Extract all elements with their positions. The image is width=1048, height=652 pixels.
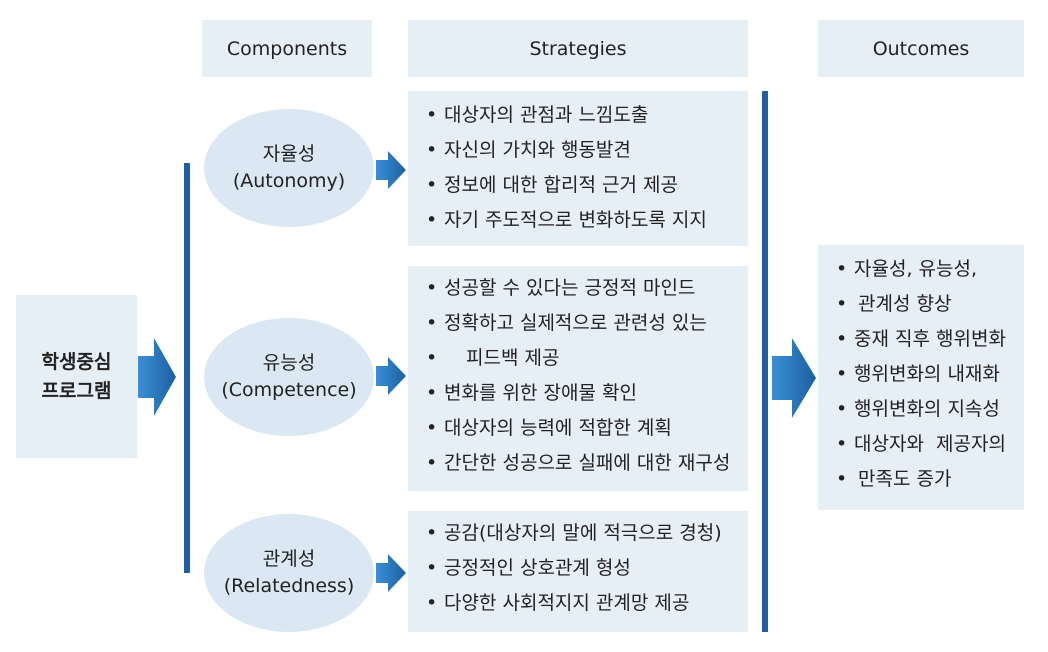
strategy-item: 정확하고 실제적으로 관련성 있는 <box>426 306 730 341</box>
component-competence-eng: (Competence) <box>221 379 357 401</box>
program-label-line1: 학생중심 <box>41 350 112 373</box>
strategy-item: 자신의 가치와 행동발견 <box>426 133 707 168</box>
strategies-header-label: Strategies <box>529 37 627 60</box>
program-box: 학생중심 프로그램 <box>16 295 137 458</box>
components-header-label: Components <box>226 37 348 60</box>
component-relatedness-name: 관계성 <box>262 548 316 570</box>
strategy-box-autonomy: 대상자의 관점과 느낌도출 자신의 가치와 행동발견 정보에 대한 합리적 근거… <box>408 91 748 246</box>
outcome-item-continuation: 만족도 증가 <box>836 462 1006 497</box>
strategy-box-competence: 성공할 수 있다는 긍정적 마인드 정확하고 실제적으로 관련성 있는 피드백 … <box>408 266 748 491</box>
outcome-item: 중재 직후 행위변화 <box>836 322 1006 357</box>
components-header: Components <box>202 20 372 77</box>
strategy-item: 대상자의 관점과 느낌도출 <box>426 98 707 133</box>
competence-arrow-icon <box>376 357 406 395</box>
program-arrow-icon <box>138 338 176 416</box>
strategy-item-continuation: 피드백 제공 <box>426 341 730 376</box>
component-autonomy: 자율성 (Autonomy) <box>204 109 374 227</box>
component-competence-name: 유능성 <box>262 352 316 374</box>
strategy-list-competence: 성공할 수 있다는 긍정적 마인드 정확하고 실제적으로 관련성 있는 피드백 … <box>426 271 730 481</box>
component-relatedness: 관계성 (Relatedness) <box>204 514 374 632</box>
components-divider-line <box>184 163 190 573</box>
strategy-item: 성공할 수 있다는 긍정적 마인드 <box>426 271 730 306</box>
component-autonomy-eng: (Autonomy) <box>232 170 346 192</box>
strategy-list-autonomy: 대상자의 관점과 느낌도출 자신의 가치와 행동발견 정보에 대한 합리적 근거… <box>426 98 707 238</box>
outcomes-box: 자율성, 유능성, 관계성 향상 중재 직후 행위변화 행위변화의 내재화 행위… <box>818 245 1024 510</box>
strategy-item: 긍정적인 상호관계 형성 <box>426 551 722 586</box>
relatedness-arrow-icon <box>376 554 406 592</box>
strategy-item: 공감(대상자의 말에 적극으로 경청) <box>426 516 722 551</box>
strategy-item: 대상자의 능력에 적합한 계획 <box>426 411 730 446</box>
outcome-item: 자율성, 유능성, <box>836 252 1006 287</box>
outcome-item: 대상자와 제공자의 <box>836 427 1006 462</box>
outcomes-list: 자율성, 유능성, 관계성 향상 중재 직후 행위변화 행위변화의 내재화 행위… <box>836 252 1006 497</box>
strategy-list-relatedness: 공감(대상자의 말에 적극으로 경청) 긍정적인 상호관계 형성 다양한 사회적… <box>426 516 722 621</box>
strategy-item: 자기 주도적으로 변화하도록 지지 <box>426 203 707 238</box>
autonomy-arrow-icon <box>376 151 406 189</box>
strategy-item: 변화를 위한 장애물 확인 <box>426 376 730 411</box>
program-label-line2: 프로그램 <box>41 379 112 402</box>
outcome-item-continuation: 관계성 향상 <box>836 287 1006 322</box>
outcome-item: 행위변화의 지속성 <box>836 392 1006 427</box>
outcomes-header: Outcomes <box>818 20 1024 77</box>
outcomes-arrow-icon <box>772 338 816 418</box>
strategy-item: 간단한 성공으로 실패에 대한 재구성 <box>426 446 730 481</box>
component-autonomy-name: 자율성 <box>262 143 316 165</box>
strategies-header: Strategies <box>408 20 748 77</box>
outcomes-header-label: Outcomes <box>872 37 970 60</box>
strategy-item: 다양한 사회적지지 관계망 제공 <box>426 586 722 621</box>
component-competence: 유능성 (Competence) <box>204 318 374 436</box>
strategy-box-relatedness: 공감(대상자의 말에 적극으로 경청) 긍정적인 상호관계 형성 다양한 사회적… <box>408 511 748 632</box>
outcome-item: 행위변화의 내재화 <box>836 357 1006 392</box>
strategy-item: 정보에 대한 합리적 근거 제공 <box>426 168 707 203</box>
strategies-divider-line <box>762 91 768 632</box>
component-relatedness-eng: (Relatedness) <box>223 575 355 597</box>
